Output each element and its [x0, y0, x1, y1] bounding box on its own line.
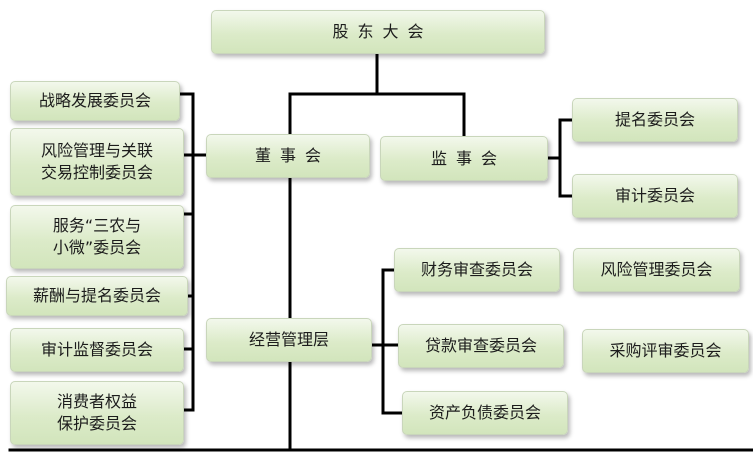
asset-liability-committee: 资产负债委员会: [402, 391, 568, 435]
loan-review-committee: 贷款审查委员会: [398, 324, 564, 368]
risk-management-committee: 风险管理委员会: [573, 248, 740, 292]
management-box: 经营管理层: [206, 318, 372, 362]
procurement-review-committee: 采购评审委员会: [582, 329, 749, 373]
risk-related-transactions-committee: 风险管理与关联 交易控制委员会: [10, 128, 184, 196]
audit-committee: 审计委员会: [572, 174, 738, 218]
audit-supervision-committee: 审计监督委员会: [10, 328, 184, 372]
finance-review-committee: 财务审查委员会: [394, 248, 560, 292]
remuneration-nomination-committee: 薪酬与提名委员会: [6, 276, 188, 316]
board-of-directors-box: 董事会: [206, 134, 370, 178]
consumer-protection-committee: 消费者权益 保护委员会: [10, 381, 184, 445]
agriculture-small-micro-committee: 服务“三农与 小微”委员会: [10, 205, 184, 269]
strategy-development-committee: 战略发展委员会: [10, 81, 180, 121]
nomination-committee: 提名委员会: [572, 98, 738, 142]
board-of-supervisors-box: 监事会: [380, 136, 548, 181]
shareholders-meeting-box: 股东大会: [211, 10, 545, 54]
